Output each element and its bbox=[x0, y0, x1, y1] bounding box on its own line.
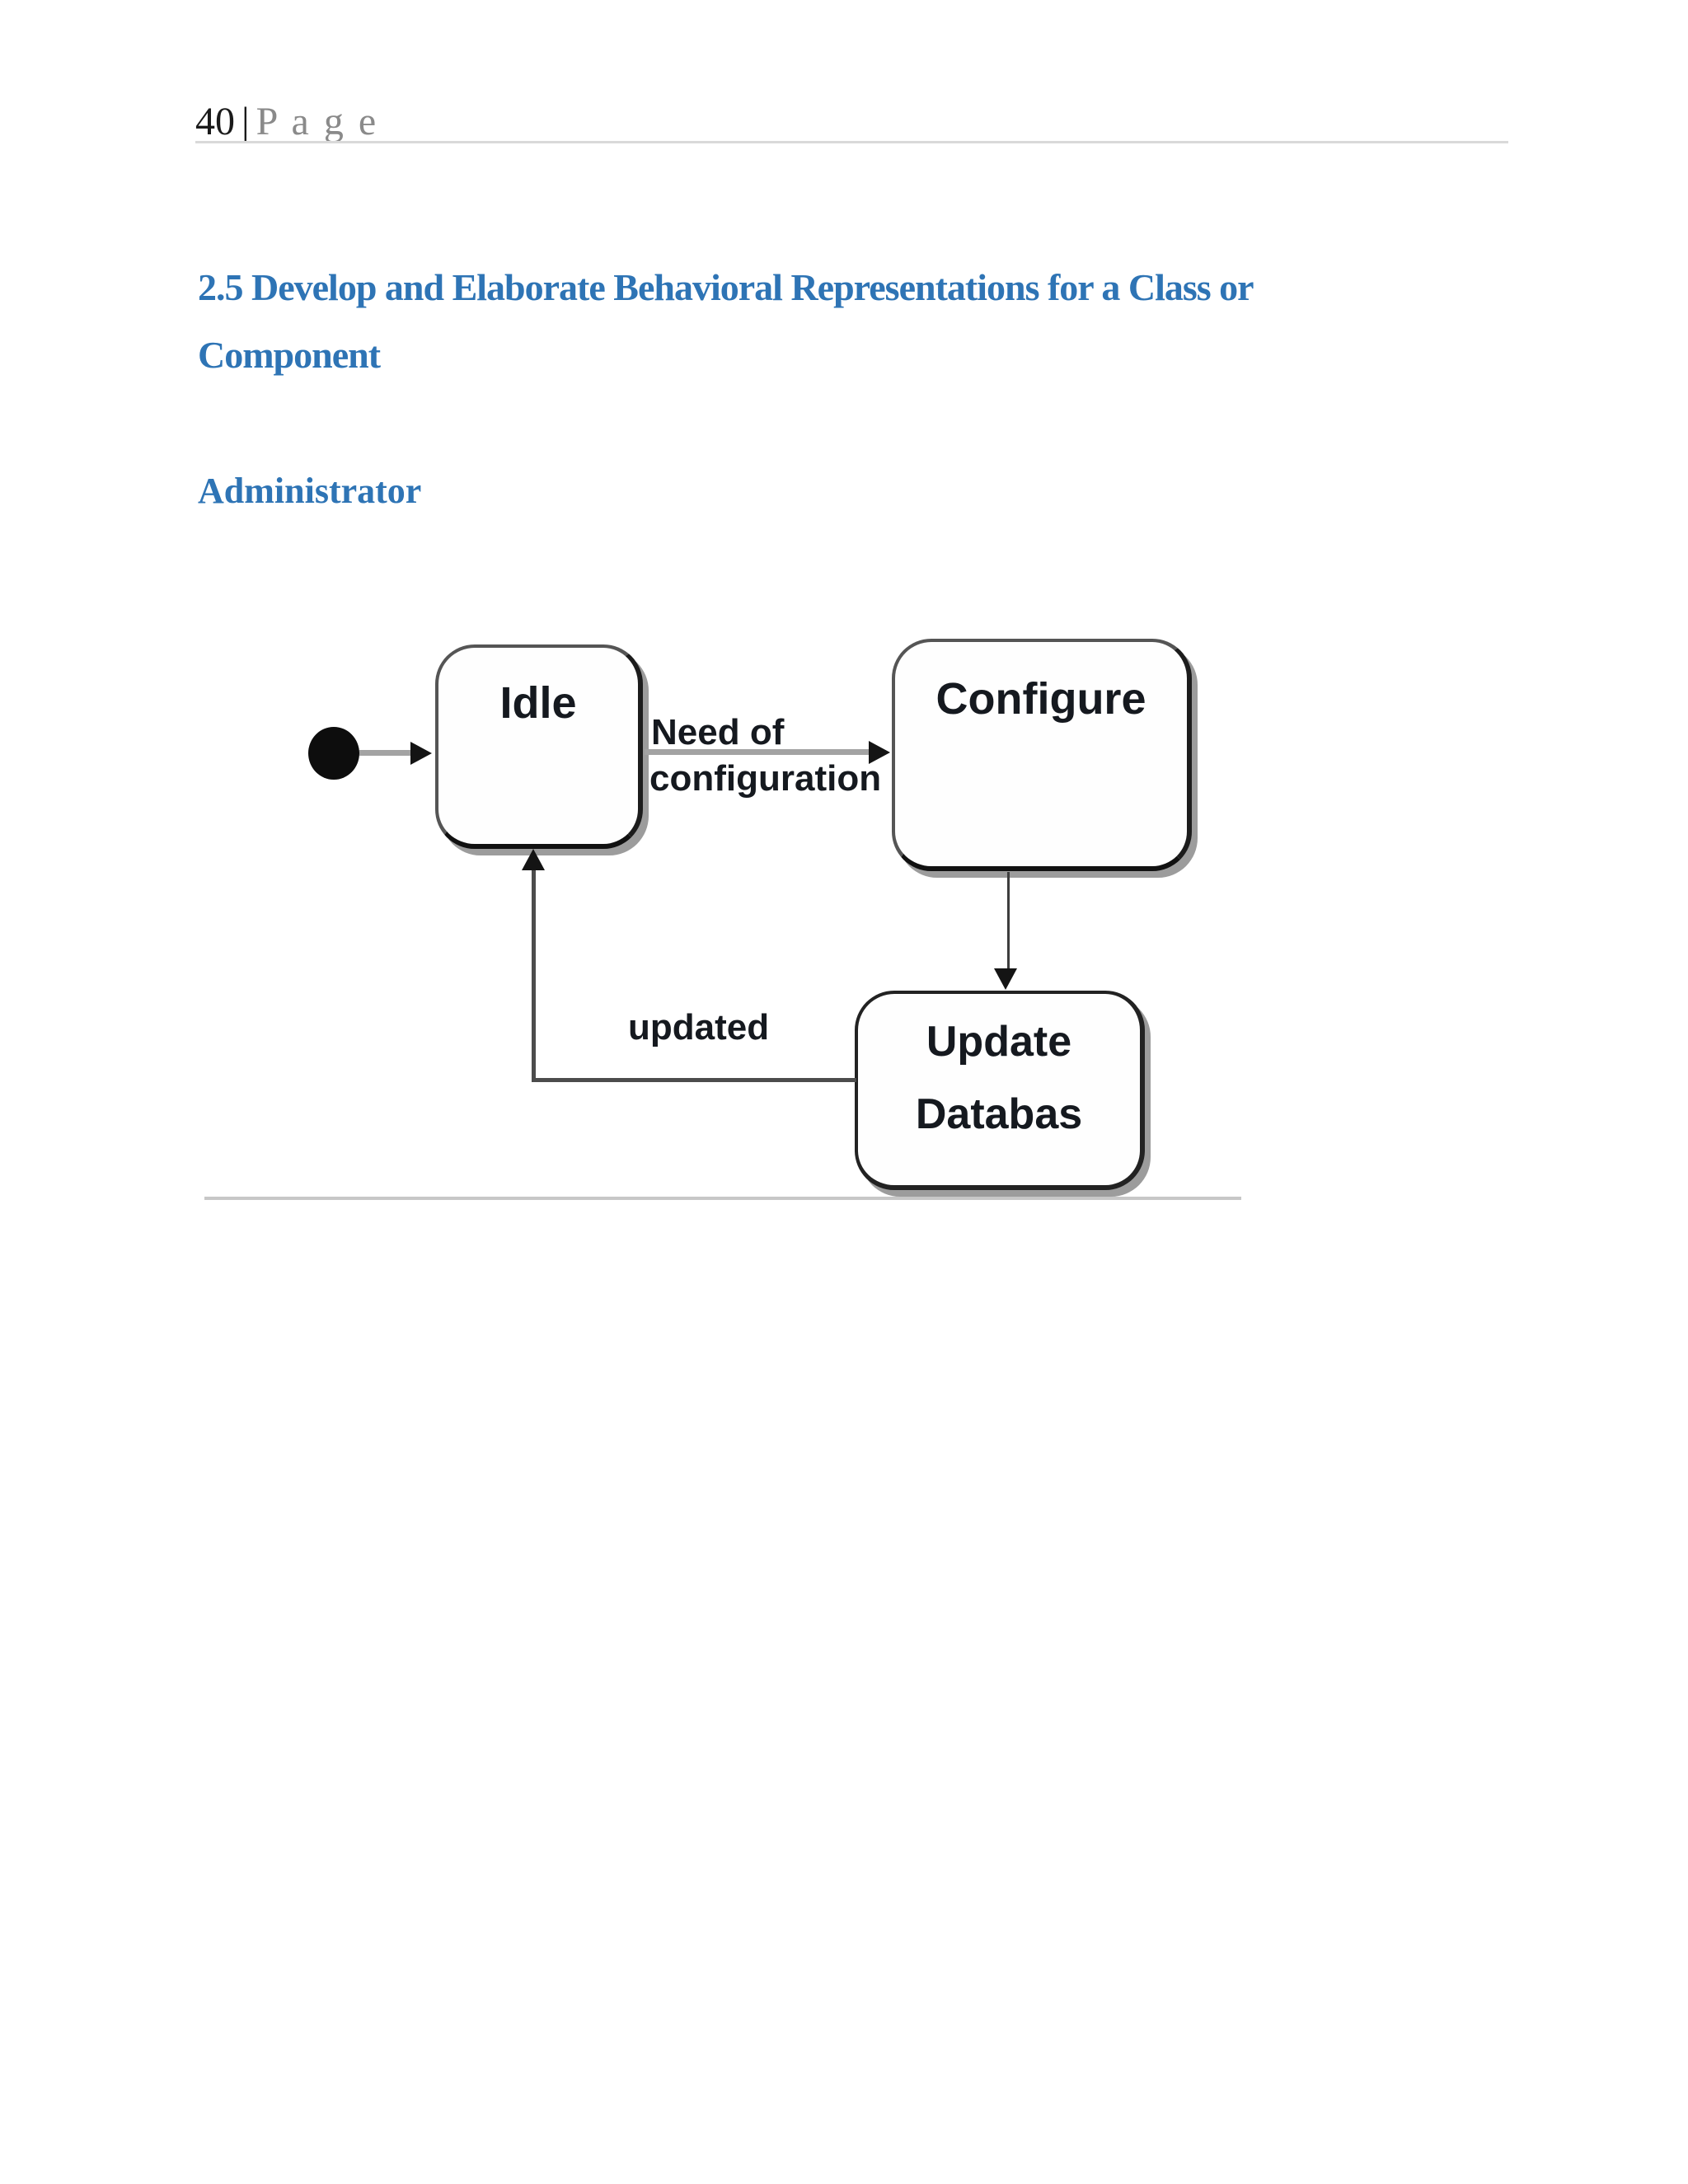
section-heading-line2: Component bbox=[198, 334, 381, 376]
state-idle: Idle bbox=[435, 644, 643, 849]
arrowhead-up-icon bbox=[522, 849, 545, 870]
transition-label-need-of: Need of bbox=[651, 712, 785, 752]
arrowhead-right-icon bbox=[410, 742, 432, 765]
state-configure-label: Configure bbox=[935, 674, 1146, 724]
initial-state-dot bbox=[308, 727, 359, 780]
subheading-administrator: Administrator bbox=[198, 471, 422, 511]
page-header-separator: | bbox=[241, 100, 250, 143]
arrowhead-down-icon bbox=[994, 968, 1017, 990]
transition-line-update-to-idle-horizontal bbox=[532, 1078, 856, 1082]
state-update-label-line1: Update bbox=[926, 1018, 1072, 1066]
state-idle-label: Idle bbox=[499, 678, 577, 728]
transition-label-updated: updated bbox=[628, 1007, 770, 1047]
arrowhead-right-icon bbox=[869, 741, 890, 764]
transition-line-configure-to-update bbox=[1007, 872, 1010, 971]
page-word: P a g e bbox=[256, 100, 379, 143]
section-heading-line1: 2.5 Develop and Elaborate Behavioral Rep… bbox=[198, 266, 1254, 308]
transition-label-configuration: configuration bbox=[649, 758, 882, 799]
state-update-label-line2: Databas bbox=[915, 1090, 1083, 1138]
transition-line-update-to-idle-vertical bbox=[532, 868, 536, 1080]
state-configure: Configure bbox=[892, 639, 1192, 871]
transition-line-idle-to-configure bbox=[645, 749, 869, 755]
page-number: 40 bbox=[195, 100, 235, 143]
figure-bottom-rule bbox=[204, 1197, 1241, 1200]
page-header: 40|P a g e bbox=[195, 99, 378, 144]
header-rule bbox=[195, 141, 1508, 143]
state-update-database: Update Databas bbox=[855, 991, 1145, 1190]
transition-line-initial-to-idle bbox=[359, 750, 412, 756]
